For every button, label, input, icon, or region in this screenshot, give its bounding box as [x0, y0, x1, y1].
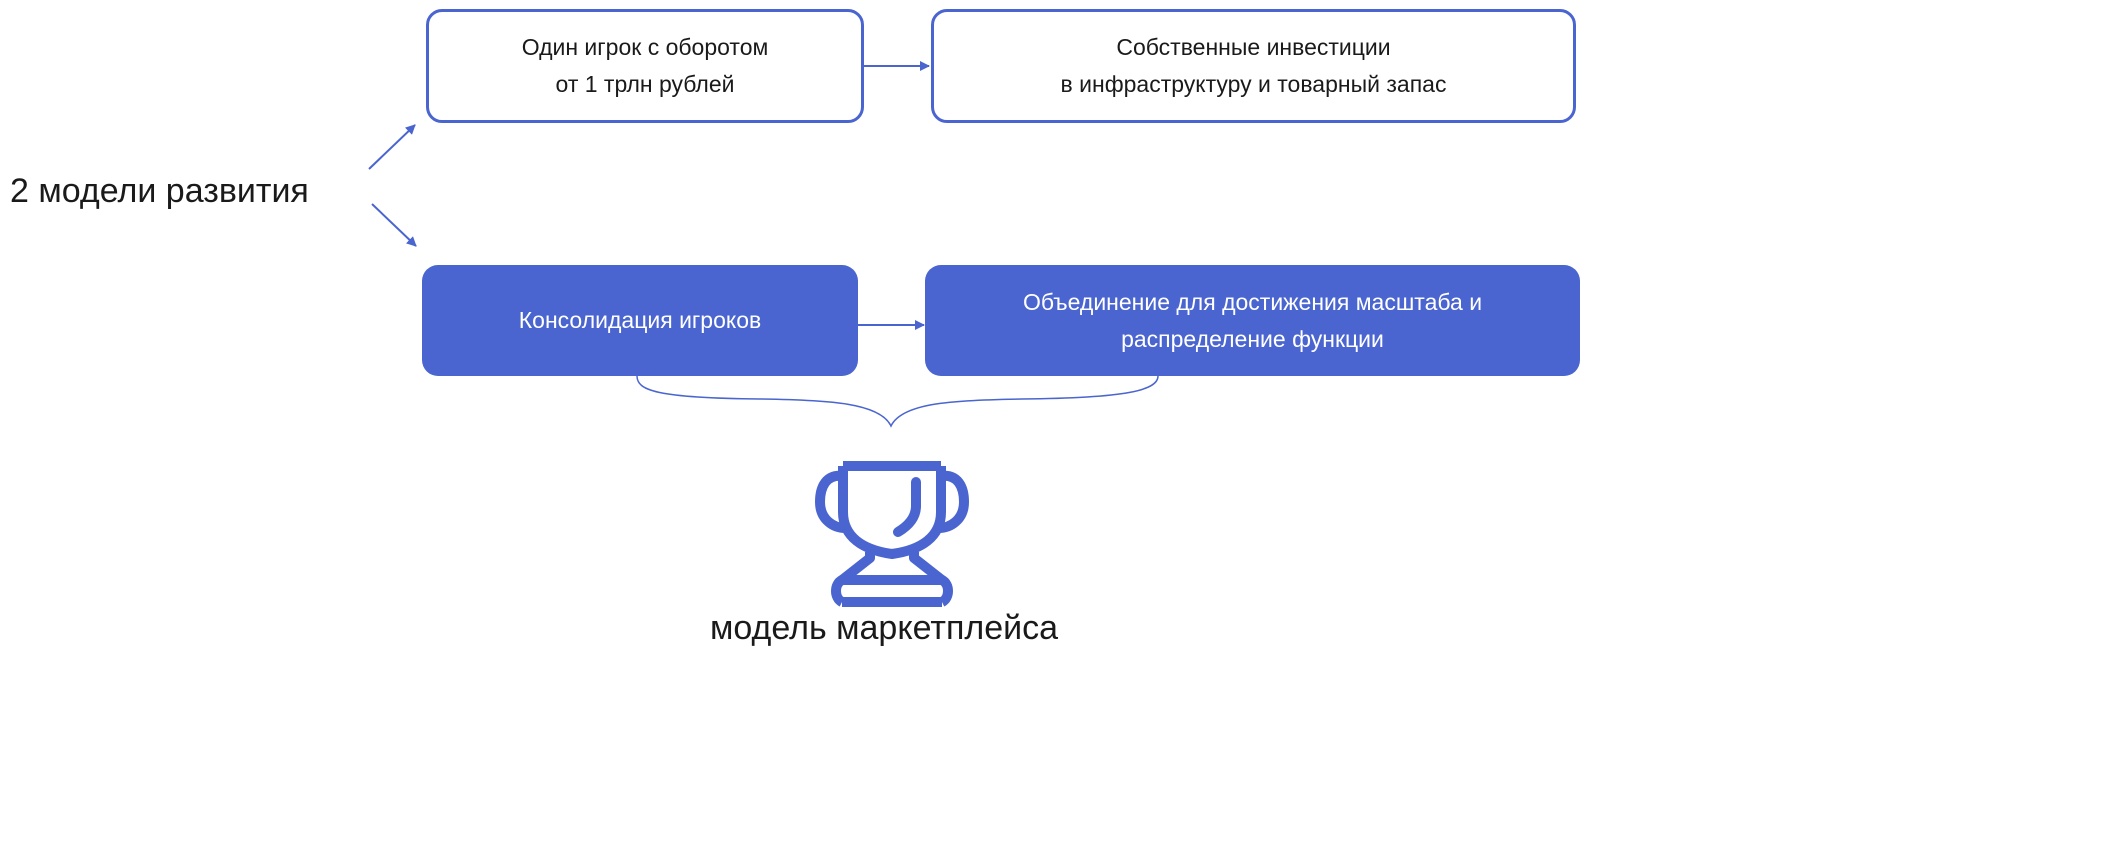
diagram-connectors — [368, 61, 1159, 428]
box-merge-for-scale: Объединение для достижения масштаба и ра… — [925, 265, 1580, 376]
outcome-label: модель маркетплейса — [709, 609, 1059, 647]
branch-arrow-up — [368, 124, 416, 170]
curly-brace — [636, 375, 1159, 428]
box-own-investments: Собственные инвестиции в инфраструктуру … — [931, 9, 1576, 123]
branch-arrow-down — [371, 203, 417, 247]
trophy-icon — [808, 452, 976, 614]
box-consolidation: Консолидация игроков — [422, 265, 858, 376]
diagram-title: 2 модели развития — [10, 172, 309, 210]
box-one-player: Один игрок с оборотом от 1 трлн рублей — [426, 9, 864, 123]
